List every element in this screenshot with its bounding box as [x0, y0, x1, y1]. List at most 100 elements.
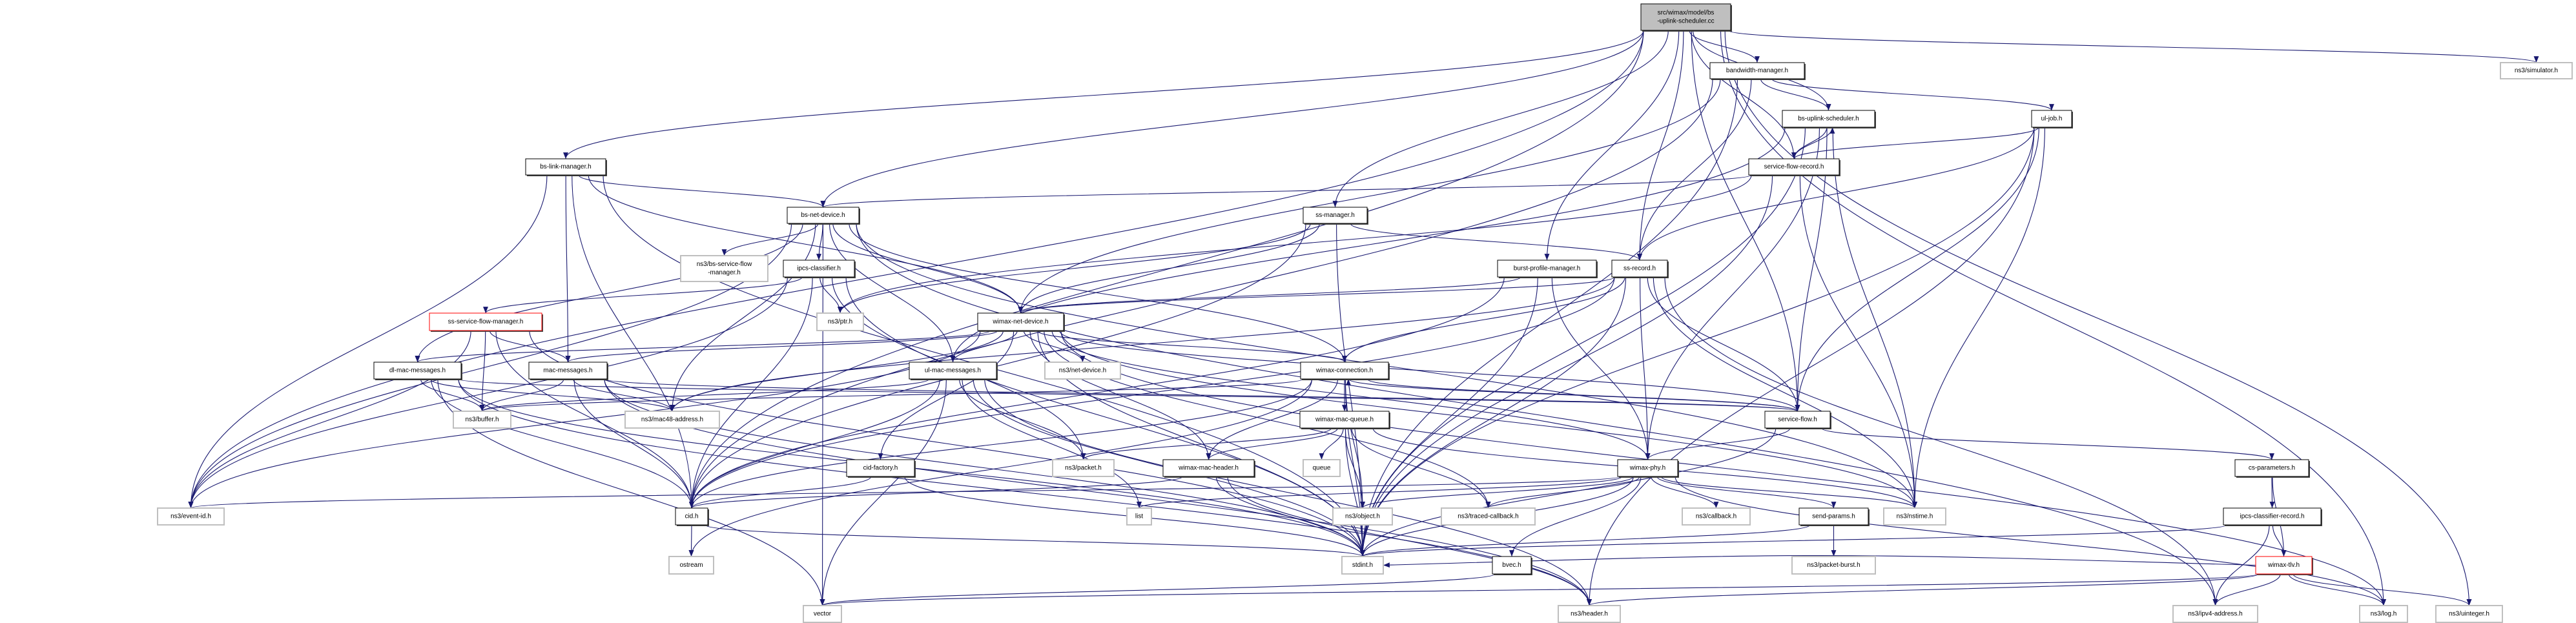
- node-cs-parameters[interactable]: cs-parameters.h: [2234, 459, 2310, 478]
- node-label: ns3/ipv4-address.h: [2188, 611, 2243, 618]
- node-wimax-mac-queue[interactable]: wimax-mac-queue.h: [1299, 411, 1390, 429]
- node-label: ns3/log.h: [2371, 611, 2397, 618]
- edge-bs-uplink-scheduler-to-stdint: [1360, 127, 1806, 557]
- node-box: [373, 362, 462, 380]
- node-box: [2223, 507, 2322, 526]
- node-bs-net-device[interactable]: bs-net-device.h: [787, 207, 860, 225]
- node-dl-mac-messages[interactable]: dl-mac-messages.h: [373, 362, 462, 380]
- node-ptr: ns3/ptr.h: [816, 312, 864, 331]
- edge-wimax-phy-to-send-params: [1656, 476, 1837, 509]
- edge-ss-record-to-wimax-connection: [1342, 276, 1625, 363]
- edge-root-to-bs-link-manager: [563, 30, 1644, 159]
- node-label: ns3/header.h: [1571, 611, 1608, 618]
- edge-bandwidth-manager-to-ul-job: [1771, 78, 2054, 111]
- node-label: vector: [814, 611, 832, 618]
- node-nstime: ns3/nstime.h: [1883, 507, 1946, 526]
- node-label: wimax-connection.h: [1315, 367, 1373, 374]
- node-label: dl-mac-messages.h: [389, 367, 446, 374]
- node-wimax-phy[interactable]: wimax-phy.h: [1617, 459, 1679, 478]
- node-label: -manager.h: [708, 269, 741, 276]
- node-mac-messages[interactable]: mac-messages.h: [528, 362, 608, 380]
- edge-ul-mac-messages-to-cid: [689, 378, 940, 509]
- edge-wimax-mac-queue-to-wimax-mac-header: [1206, 427, 1339, 460]
- node-box: [624, 411, 720, 429]
- node-label: stdint.h: [1352, 562, 1373, 569]
- node-cid[interactable]: cid.h: [675, 507, 709, 526]
- node-service-flow[interactable]: service-flow.h: [1764, 411, 1831, 429]
- node-root[interactable]: src/wimax/model/bs-uplink-scheduler.cc: [1640, 3, 1732, 32]
- node-label: ipcs-classifier.h: [797, 265, 841, 272]
- node-bs-uplink-scheduler[interactable]: bs-uplink-scheduler.h: [1782, 110, 1876, 128]
- node-wimax-connection[interactable]: wimax-connection.h: [1300, 362, 1390, 380]
- node-ss-record[interactable]: ss-record.h: [1611, 260, 1669, 278]
- node-label: ns3/net-device.h: [1059, 367, 1106, 374]
- edge-ss-record-to-wimax-phy: [1640, 276, 1651, 460]
- node-label: ul-mac-messages.h: [925, 367, 981, 374]
- node-cid-factory[interactable]: cid-factory.h: [846, 459, 916, 478]
- node-log: ns3/log.h: [2359, 605, 2408, 623]
- node-wimax-net-device[interactable]: wimax-net-device.h: [977, 312, 1065, 332]
- node-ipcs-classifier[interactable]: ipcs-classifier.h: [783, 260, 856, 278]
- node-ipcs-classifier-record[interactable]: ipcs-classifier-record.h: [2223, 507, 2322, 526]
- edge-ul-mac-messages-to-buffer: [479, 378, 930, 412]
- edges-layer: [188, 30, 2539, 606]
- edge-ss-record-to-ipv4: [1664, 276, 2218, 606]
- node-bandwidth-manager[interactable]: bandwidth-manager.h: [1709, 62, 1806, 80]
- node-label: ns3/uinteger.h: [2449, 611, 2489, 618]
- node-box: [2031, 110, 2072, 128]
- node-box: [2359, 605, 2408, 623]
- node-label: ns3/packet.h: [1065, 465, 1102, 472]
- node-service-flow-record[interactable]: service-flow-record.h: [1748, 158, 1840, 176]
- edge-dl-mac-messages-to-cid: [431, 378, 694, 509]
- edge-root-to-ss-manager: [1332, 30, 1669, 208]
- node-box: [157, 507, 225, 526]
- node-bvec[interactable]: bvec.h: [1492, 556, 1532, 575]
- node-label: cid.h: [685, 513, 698, 520]
- edge-wimax-mac-header-to-stdint: [1215, 476, 1365, 557]
- node-send-params[interactable]: send-params.h: [1798, 507, 1870, 526]
- edge-wimax-mac-queue-to-stdint: [1345, 427, 1365, 557]
- node-box: [525, 158, 606, 176]
- node-label: ns3/event-id.h: [170, 513, 211, 520]
- node-label: wimax-phy.h: [1629, 465, 1665, 472]
- node-ss-manager[interactable]: ss-manager.h: [1303, 207, 1368, 225]
- node-bs-link-manager[interactable]: bs-link-manager.h: [525, 158, 607, 176]
- node-label: ipcs-classifier-record.h: [2240, 513, 2304, 520]
- edge-wimax-phy-to-traced-callback: [1485, 476, 1640, 509]
- node-box: [1299, 411, 1390, 429]
- edge-cid-to-stdint: [705, 524, 1365, 557]
- edge-cid-factory-to-cid: [689, 476, 872, 509]
- node-label: bs-link-manager.h: [540, 163, 591, 170]
- node-box: [429, 312, 542, 331]
- node-event-id: ns3/event-id.h: [157, 507, 225, 526]
- node-ul-job[interactable]: ul-job.h: [2031, 110, 2073, 128]
- edge-ul-job-to-nstime: [1912, 127, 2045, 509]
- node-box: [1303, 207, 1368, 224]
- edge-bandwidth-manager-to-wimax-net-device: [1018, 78, 1721, 314]
- edge-root-to-bs-net-device: [820, 30, 1644, 208]
- node-wimax-tlv[interactable]: wimax-tlv.h: [2255, 556, 2313, 575]
- node-box: [1303, 459, 1341, 477]
- node-box: [2172, 605, 2258, 623]
- node-uinteger: ns3/uinteger.h: [2435, 605, 2503, 623]
- edge-root-to-service-flow-record: [1691, 30, 1797, 159]
- edge-ipcs-classifier-record-to-stdint: [1360, 524, 2227, 557]
- edge-bs-net-device-to-ipcs-classifier: [816, 223, 823, 261]
- node-box: [1497, 260, 1597, 278]
- node-vector: vector: [803, 605, 842, 623]
- node-burst-profile-manager[interactable]: burst-profile-manager.h: [1497, 260, 1598, 278]
- node-box: [2234, 459, 2309, 477]
- node-bs-sfm: ns3/bs-service-flow-manager.h: [680, 255, 768, 282]
- edge-root-to-uinteger: [1724, 30, 2472, 606]
- node-ss-sfm[interactable]: ss-service-flow-manager.h: [429, 312, 543, 332]
- edge-root-to-log: [1720, 30, 2386, 606]
- node-packet: ns3/packet.h: [1052, 459, 1115, 477]
- node-box: [1640, 3, 1731, 31]
- node-box: [1617, 459, 1678, 477]
- edge-service-flow-to-stdint: [1360, 427, 1777, 557]
- edge-wimax-mac-queue-to-packet: [1080, 427, 1332, 460]
- node-box: [1126, 507, 1152, 526]
- node-ul-mac-messages[interactable]: ul-mac-messages.h: [909, 362, 998, 380]
- node-wimax-mac-header[interactable]: wimax-mac-header.h: [1162, 459, 1255, 478]
- edge-wimax-mac-queue-to-object: [1345, 427, 1365, 509]
